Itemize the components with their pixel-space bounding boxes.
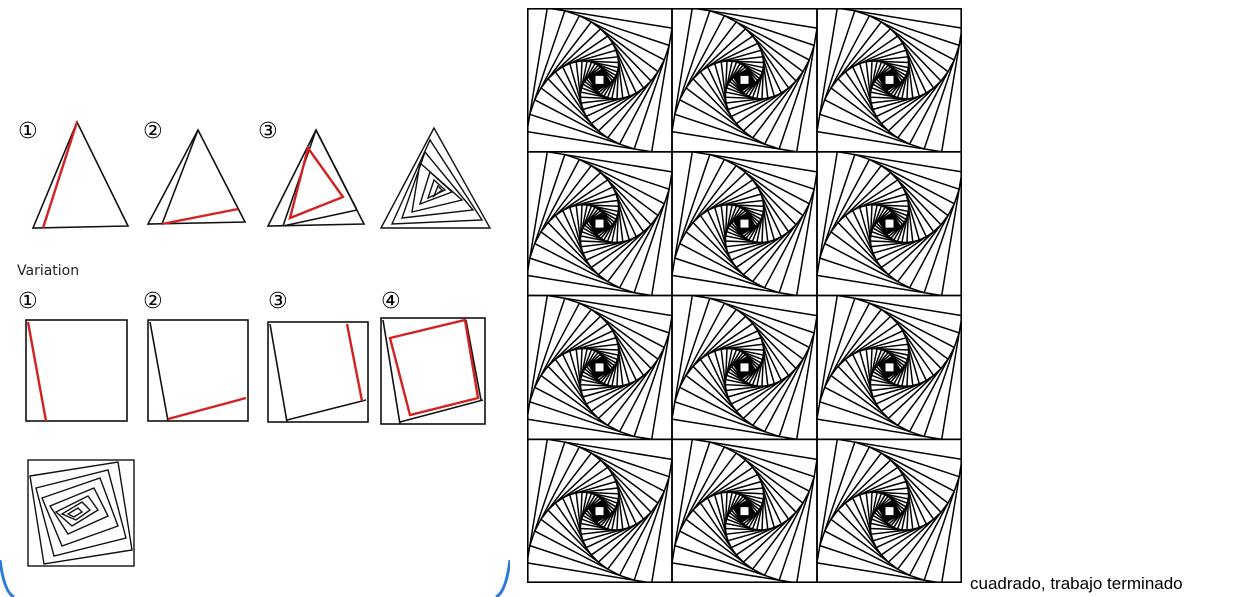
spiral-tile (817, 439, 962, 583)
spiral-center (886, 507, 894, 515)
square-step-4-label: ④ (381, 289, 401, 314)
spiral-tile (527, 152, 672, 296)
spiral-center (596, 76, 604, 84)
spiral-center (886, 76, 894, 84)
triangle-step-1-label: ① (18, 119, 38, 144)
triangle-step-2-label: ② (143, 119, 163, 144)
spiral-tile (527, 8, 672, 152)
spiral-tile (527, 439, 672, 583)
tutorial-panel: ① ② ③ (0, 0, 510, 597)
spiral-center (886, 363, 894, 371)
square-step-1-label: ① (18, 289, 38, 314)
spiral-center (886, 220, 894, 228)
spiral-tile (672, 439, 817, 583)
finished-pattern-panel (527, 8, 962, 583)
spiral-tile (817, 296, 962, 440)
spiral-center (596, 220, 604, 228)
spiral-tile (672, 8, 817, 152)
spiral-tile (817, 152, 962, 296)
tutorial-drawing: ① ② ③ (0, 0, 510, 597)
spiral-tile (817, 8, 962, 152)
spiral-tile (527, 296, 672, 440)
spiral-center (741, 220, 749, 228)
spiral-center (596, 363, 604, 371)
square-step-2-label: ② (143, 289, 163, 314)
variation-label: Variation (17, 263, 79, 279)
triangle-step-3-label: ③ (258, 119, 278, 144)
spiral-center (741, 363, 749, 371)
square-step-3-label: ③ (268, 289, 288, 314)
spiral-center (741, 76, 749, 84)
spiral-center (741, 507, 749, 515)
spiral-tile (672, 152, 817, 296)
spiral-tile (672, 296, 817, 440)
spiral-center (596, 507, 604, 515)
caption-text: cuadrado, trabajo terminado (970, 574, 1183, 594)
spiral-grid-drawing (527, 8, 962, 583)
